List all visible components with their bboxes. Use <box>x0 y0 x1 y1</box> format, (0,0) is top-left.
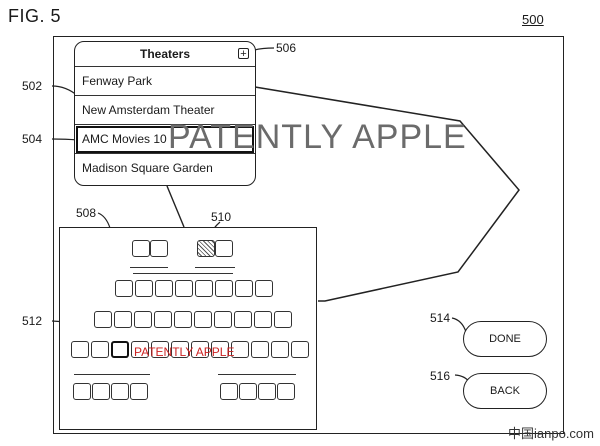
ref-506: 506 <box>276 41 297 55</box>
seat-map-panel <box>59 227 317 430</box>
theaters-title: Theaters <box>139 47 191 61</box>
seat[interactable] <box>73 383 91 400</box>
ref-504: 504 <box>22 132 43 146</box>
seat[interactable] <box>94 311 112 328</box>
seat[interactable] <box>220 383 238 400</box>
ref-516: 516 <box>430 369 451 383</box>
aisle-divider <box>133 273 233 274</box>
theater-item-fenway-park[interactable]: Fenway Park <box>75 67 255 96</box>
aisle-divider <box>130 267 168 268</box>
ref-512: 512 <box>22 314 43 328</box>
seat[interactable] <box>134 311 152 328</box>
seat[interactable] <box>132 240 150 257</box>
seat[interactable] <box>131 341 149 358</box>
ref-510: 510 <box>211 210 232 224</box>
seat[interactable] <box>115 280 133 297</box>
seat[interactable] <box>239 383 257 400</box>
ref-502: 502 <box>22 79 43 93</box>
seat[interactable] <box>175 280 193 297</box>
seat[interactable] <box>111 383 129 400</box>
seat[interactable] <box>195 280 213 297</box>
seat[interactable] <box>92 383 110 400</box>
add-theater-button[interactable]: + <box>238 48 249 60</box>
aisle-divider <box>195 267 235 268</box>
figure-title: FIG. 5 <box>8 6 62 26</box>
theater-item-madison-square-garden[interactable]: Madison Square Garden <box>82 161 213 175</box>
seat[interactable] <box>274 311 292 328</box>
seat[interactable] <box>215 280 233 297</box>
seat[interactable] <box>151 341 169 358</box>
device-screen-frame <box>53 36 564 434</box>
aisle-divider <box>218 374 296 375</box>
seat[interactable] <box>271 341 289 358</box>
theaters-header: Theaters + <box>75 42 255 67</box>
theater-item-amc-movies-10-selected[interactable]: AMC Movies 10 <box>75 125 255 154</box>
seat[interactable] <box>214 311 232 328</box>
seat-unavailable[interactable] <box>197 240 215 257</box>
seat[interactable] <box>254 311 272 328</box>
seat[interactable] <box>211 341 229 358</box>
back-button[interactable]: BACK <box>463 373 547 409</box>
seat[interactable] <box>174 311 192 328</box>
seat[interactable] <box>91 341 109 358</box>
seat[interactable] <box>154 311 172 328</box>
aisle-divider <box>74 374 150 375</box>
seat-selected[interactable] <box>111 341 129 358</box>
seat[interactable] <box>191 341 209 358</box>
ref-514: 514 <box>430 311 451 325</box>
done-button[interactable]: DONE <box>463 321 547 357</box>
seat[interactable] <box>234 311 252 328</box>
seat[interactable] <box>150 240 168 257</box>
seat[interactable] <box>114 311 132 328</box>
seat[interactable] <box>277 383 295 400</box>
site-watermark: 中国ianpo.com <box>508 426 594 441</box>
seat[interactable] <box>231 341 249 358</box>
seat[interactable] <box>155 280 173 297</box>
theaters-list-panel: Theaters + Fenway Park New Amsterdam The… <box>74 41 256 186</box>
seat[interactable] <box>215 240 233 257</box>
seat[interactable] <box>130 383 148 400</box>
seat[interactable] <box>194 311 212 328</box>
seat[interactable] <box>291 341 309 358</box>
theater-item-new-amsterdam[interactable]: New Amsterdam Theater <box>75 96 255 125</box>
seat[interactable] <box>135 280 153 297</box>
watermark-text: PATENTLY APPLE <box>168 118 467 156</box>
seat[interactable] <box>235 280 253 297</box>
seat[interactable] <box>251 341 269 358</box>
ref-508: 508 <box>76 206 97 220</box>
seat[interactable] <box>71 341 89 358</box>
seat[interactable] <box>255 280 273 297</box>
seat[interactable] <box>258 383 276 400</box>
seat[interactable] <box>171 341 189 358</box>
figure-ref-500: 500 <box>522 12 544 27</box>
watermark-text-small: PATENTLY APPLE <box>134 345 235 359</box>
